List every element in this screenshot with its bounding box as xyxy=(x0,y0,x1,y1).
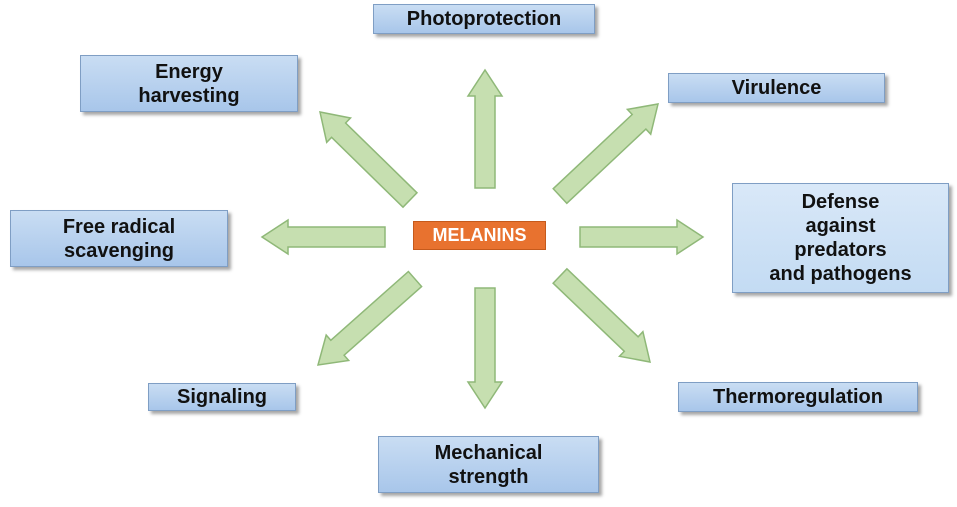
mechanical-strength-box: Mechanical strength xyxy=(378,436,599,493)
defense-box: Defense against predators and pathogens xyxy=(732,183,949,293)
arrow-to-virulence xyxy=(552,103,659,205)
arrow-to-mechanical-strength xyxy=(466,287,504,410)
photoprotection-box: Photoprotection xyxy=(373,4,595,34)
arrow-to-signaling xyxy=(316,270,423,366)
energy-harvesting-box: Energy harvesting xyxy=(80,55,298,112)
arrow-to-thermoregulation xyxy=(552,267,651,363)
arrow-to-free-radical-scavenging xyxy=(260,218,386,256)
free-radical-scavenging-box: Free radical scavenging xyxy=(10,210,228,267)
signaling-box: Signaling xyxy=(148,383,296,411)
virulence-box: Virulence xyxy=(668,73,885,103)
arrow-to-energy-harvesting xyxy=(319,111,419,209)
arrow-to-photoprotection xyxy=(466,68,504,189)
melanins-center-box: MELANINS xyxy=(413,221,546,250)
thermoregulation-box: Thermoregulation xyxy=(678,382,918,412)
arrow-to-defense xyxy=(579,218,705,256)
